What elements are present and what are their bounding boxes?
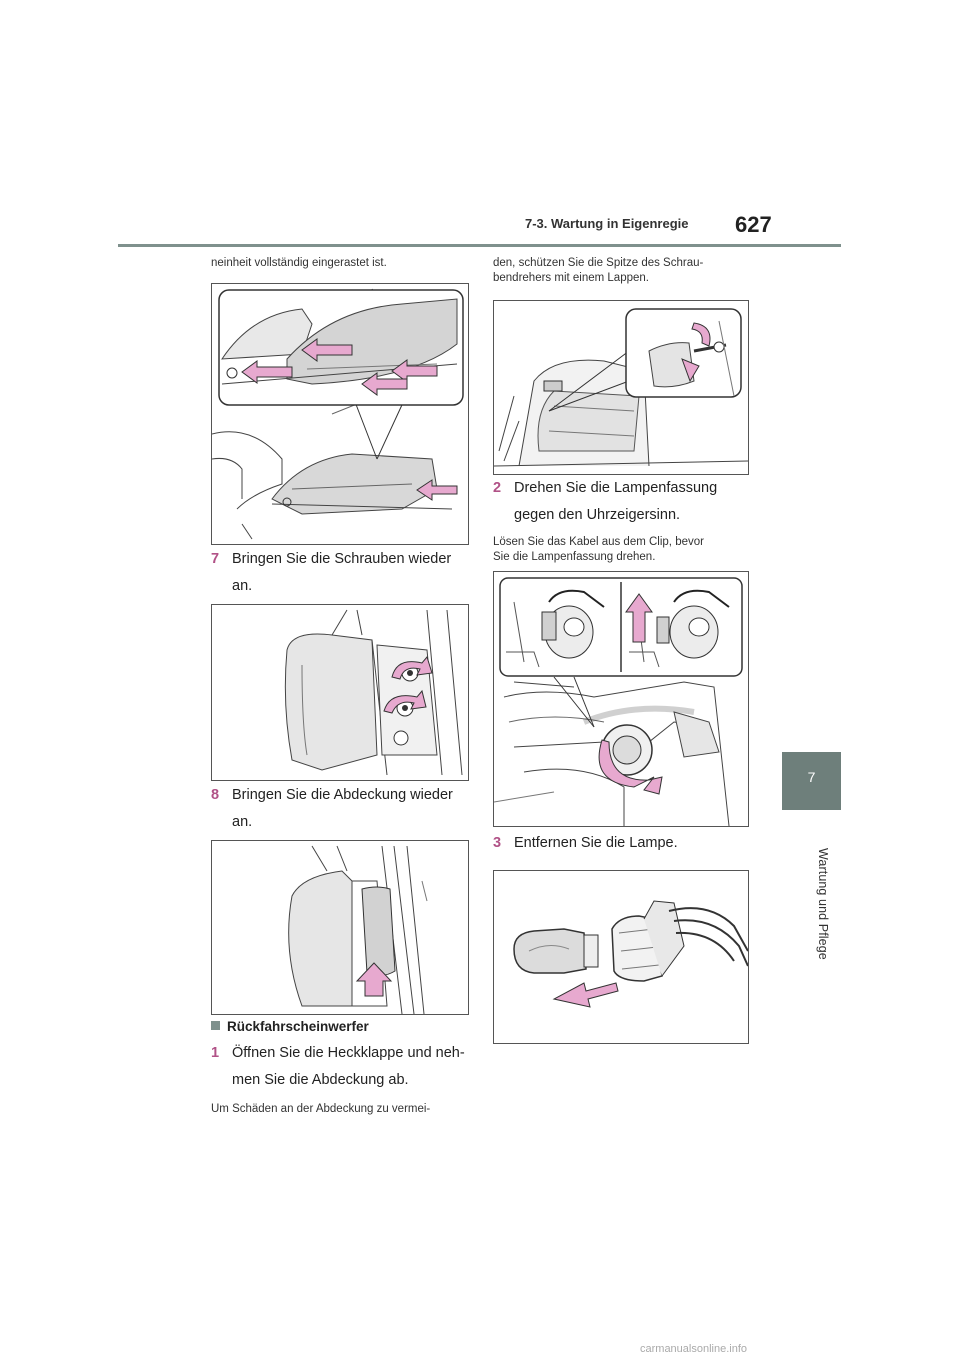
header-rule [118,244,841,247]
step-7: 7 Bringen Sie die Schrauben wieder an. [211,546,451,600]
step-text: Bringen Sie die Schrauben wieder [232,551,452,567]
remove-bulb-illustration [513,900,748,1008]
footer-watermark: carmanualsonline.info [640,1343,748,1355]
step-number: 3 [493,835,502,851]
cover-installation-illustration [212,288,464,540]
figure-reinstall-cover [211,840,469,1015]
note2-line-2: Sie die Lampenfassung drehen. [493,551,656,563]
step-number: 7 [211,551,220,567]
step-text: an. [232,814,253,830]
step-number: 1 [211,1045,220,1061]
figure-remove-bulb [493,870,749,1044]
step-text: Entfernen Sie die Lampe. [514,835,678,851]
step-3: 3 Entfernen Sie die Lampe. [493,830,678,857]
step-1: 1 Öffnen Sie die Heckklappe und neh- men… [211,1040,465,1094]
heading-text: Rückfahrscheinwerfer [227,1019,369,1034]
page-number: 627 [735,212,772,237]
heading-bullet-icon [211,1021,220,1030]
step-number: 8 [211,787,220,803]
screws-illustration [284,609,463,776]
step-text: Drehen Sie die Lampenfassung [514,480,718,496]
reinstall-cover-illustration [288,845,428,1014]
step-number: 2 [493,480,502,496]
note-continued-1: den, schützen Sie die Spitze des Schrau- [493,257,704,269]
tailgate-cover-illustration [494,308,748,467]
figure-cover-installation [211,283,469,545]
intro-text: neinheit vollständig eingerastet ist. [211,257,387,269]
figure-tailgate-cover [493,300,749,475]
step-text: men Sie die Abdeckung ab. [232,1072,409,1088]
note-text: Um Schäden an der Abdeckung zu vermei- [211,1103,431,1115]
step-text: Öffnen Sie die Heckklappe und neh- [232,1045,465,1061]
figure-rotate-socket [493,571,749,827]
note2-line-1: Lösen Sie das Kabel aus dem Clip, bevor [493,536,704,548]
rotate-socket-illustration [494,577,743,826]
section-heading: Rückfahrscheinwerfer [211,1019,369,1034]
step-text: gegen den Uhrzeigersinn. [514,507,681,523]
step-text: Bringen Sie die Abdeckung wieder [232,787,453,803]
step-2: 2 Drehen Sie die Lampenfassung gegen den… [493,475,717,529]
figure-screws [211,604,469,781]
chapter-tab: 7 [782,752,841,810]
step-8: 8 Bringen Sie die Abdeckung wieder an. [211,782,453,836]
section-title: 7-3. Wartung in Eigenregie [525,216,689,231]
note-continued-2: bendrehers mit einem Lappen. [493,272,649,284]
chapter-title: Wartung und Pflege [816,848,830,960]
step-text: an. [232,578,253,594]
